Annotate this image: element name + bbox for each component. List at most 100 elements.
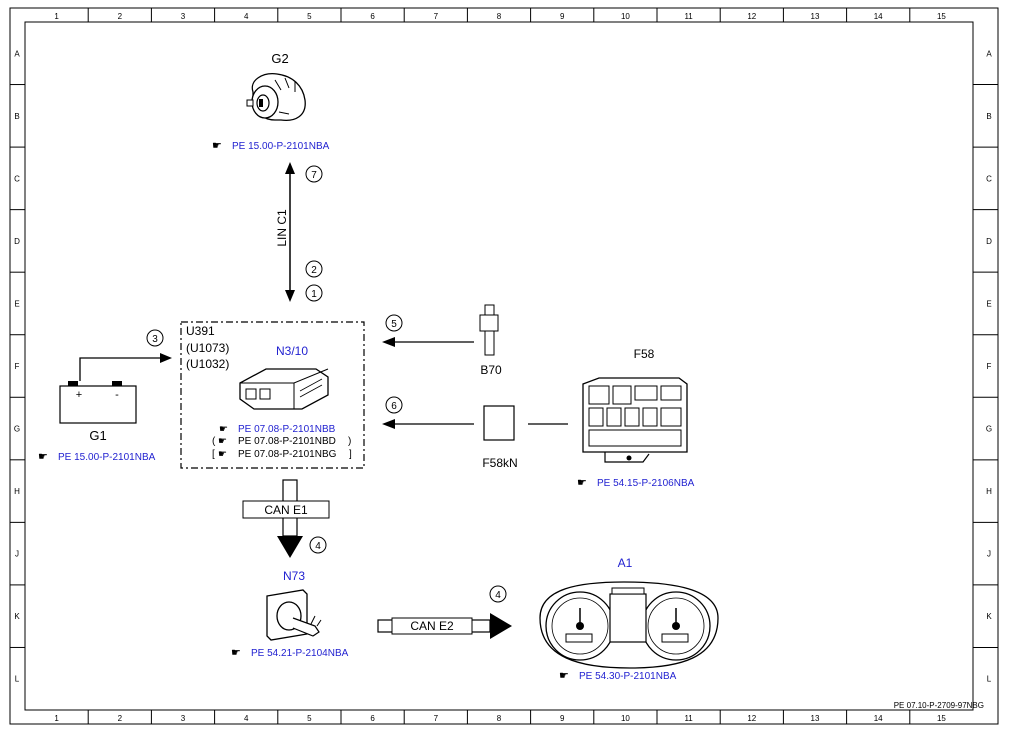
marker-5: 5	[385, 314, 403, 332]
hand-pointer-icon: ☛	[231, 647, 241, 659]
grid-col-label-bottom: 1	[54, 714, 59, 723]
a1-doc-link[interactable]: ☛ PE 54.30-P-2101NBA	[559, 670, 677, 682]
g1-doc-link[interactable]: ☛ PE 15.00-P-2101NBA	[38, 451, 156, 463]
grid-ticks	[10, 8, 998, 724]
grid-col-label-top: 12	[747, 12, 756, 21]
can-e1-label: CAN E1	[264, 503, 308, 517]
grid-row-label-left: C	[14, 174, 20, 183]
arrow-left-icon	[382, 419, 395, 429]
n3-10-ref-1[interactable]: ☛ PE 07.08-P-2101NBB	[219, 424, 336, 435]
svg-text:4: 4	[495, 590, 501, 601]
grid-row-label-left: J	[15, 550, 19, 559]
b70-label: B70	[480, 363, 502, 377]
marker-6: 6	[385, 396, 403, 414]
grid-col-label-bottom: 14	[874, 714, 883, 723]
a1-instrument-cluster-icon	[539, 581, 719, 669]
can-e2-label-box	[391, 617, 473, 635]
n73-doc-link[interactable]: ☛ PE 54.21-P-2104NBA	[231, 647, 349, 659]
arrow-right-icon	[490, 613, 512, 639]
ecu-icon	[239, 368, 329, 410]
a1-ref[interactable]: PE 54.30-P-2101NBA	[579, 671, 677, 682]
f58kn-label: F58kN	[482, 456, 517, 470]
lin-bus-label: LIN C1	[275, 209, 289, 247]
grid-col-label-bottom: 6	[370, 714, 375, 723]
grid-col-label-top: 8	[497, 12, 502, 21]
document-number: PE 07.10-P-2709-97NBG	[894, 701, 984, 710]
grid-col-label-top: 13	[811, 12, 820, 21]
grid-labels: 1122334455667788991010111112121313141415…	[14, 12, 992, 723]
marker-2: 2	[305, 260, 323, 278]
grid-col-label-bottom: 15	[937, 714, 946, 723]
grid-col-label-bottom: 11	[684, 714, 693, 723]
n3-10-ref-2[interactable]: ( ☛ PE 07.08-P-2101NBD )	[212, 436, 351, 447]
grid-col-label-top: 1	[54, 12, 59, 21]
g1-signal-line	[79, 357, 162, 381]
n73-ref[interactable]: PE 54.21-P-2104NBA	[251, 648, 349, 659]
n73-label: N73	[283, 569, 305, 583]
grid-row-label-right: D	[986, 237, 992, 246]
grid-row-label-right: J	[987, 550, 991, 559]
svg-text:5: 5	[391, 319, 397, 330]
svg-text:PE 07.08-P-2101NBD[interactable]: PE 07.08-P-2101NBD	[238, 436, 336, 447]
can-e2-label: CAN E2	[410, 619, 454, 633]
svg-text:PE 07.08-P-2101NBG[interactable]: PE 07.08-P-2101NBG	[238, 449, 337, 460]
svg-text:1: 1	[311, 289, 317, 300]
grid-row-label-left: D	[14, 237, 20, 246]
grid-row-label-right: K	[986, 612, 992, 621]
g2-ref[interactable]: PE 15.00-P-2101NBA	[232, 141, 330, 152]
hand-pointer-icon: ☛	[218, 436, 227, 447]
n3-10-boundary	[180, 321, 365, 469]
n3-10-code-3: (U1032)	[186, 357, 229, 371]
grid-row-label-left: B	[14, 112, 19, 121]
grid-col-label-top: 10	[621, 12, 630, 21]
g2-label: G2	[271, 51, 288, 66]
svg-text:PE 07.08-P-2101NBB[interactable]: PE 07.08-P-2101NBB	[238, 424, 336, 435]
outer-frame	[9, 7, 999, 725]
battery-terminal-plus	[68, 381, 78, 386]
grid-row-label-left: G	[14, 425, 20, 434]
n3-10-ref-3[interactable]: [ ☛ PE 07.08-P-2101NBG ]	[212, 449, 352, 460]
f58-label: F58	[634, 347, 655, 361]
grid-row-label-right: H	[986, 487, 992, 496]
a1-label: A1	[618, 556, 633, 570]
arrow-up-icon	[285, 162, 295, 174]
svg-text:2: 2	[311, 265, 317, 276]
n3-10-code-1: U391	[186, 324, 215, 338]
hand-pointer-icon: ☛	[577, 477, 587, 489]
grid-col-label-bottom: 9	[560, 714, 565, 723]
grid-row-label-right: G	[986, 425, 992, 434]
grid-col-label-bottom: 7	[434, 714, 439, 723]
marker-4-can-e1: 4	[309, 536, 327, 554]
inner-frame	[24, 21, 974, 711]
grid-row-label-left: K	[14, 612, 20, 621]
grid-col-label-bottom: 12	[747, 714, 756, 723]
grid-row-label-right: L	[987, 675, 992, 684]
f58kn-relay-icon	[483, 405, 515, 441]
arrow-down-icon	[277, 536, 303, 558]
svg-text:4: 4	[315, 541, 321, 552]
grid-row-label-left: H	[14, 487, 20, 496]
svg-text:7: 7	[311, 170, 317, 181]
battery-terminal-minus	[112, 381, 122, 386]
hand-pointer-icon: ☛	[38, 451, 48, 463]
arrow-down-icon	[285, 290, 295, 302]
grid-row-label-right: F	[987, 362, 992, 371]
n3-10-label: N3/10	[276, 344, 308, 358]
f58-ref[interactable]: PE 54.15-P-2106NBA	[597, 478, 695, 489]
can-e1-label-box	[242, 500, 330, 519]
svg-text:[: [	[212, 449, 215, 460]
n73-ignition-switch-icon	[266, 589, 322, 641]
arrow-left-icon	[382, 337, 395, 347]
grid-row-label-left: F	[15, 362, 20, 371]
f58-doc-link[interactable]: ☛ PE 54.15-P-2106NBA	[577, 477, 695, 489]
grid-col-label-bottom: 13	[811, 714, 820, 723]
svg-text:3: 3	[152, 334, 158, 345]
battery-minus-sign: -	[115, 389, 119, 401]
g2-doc-link[interactable]: ☛ PE 15.00-P-2101NBA	[212, 140, 330, 152]
grid-row-label-left: A	[14, 49, 20, 58]
grid-col-label-top: 9	[560, 12, 565, 21]
arrow-right-icon	[160, 353, 172, 363]
g1-battery-icon	[59, 385, 137, 424]
g1-ref[interactable]: PE 15.00-P-2101NBA	[58, 452, 156, 463]
